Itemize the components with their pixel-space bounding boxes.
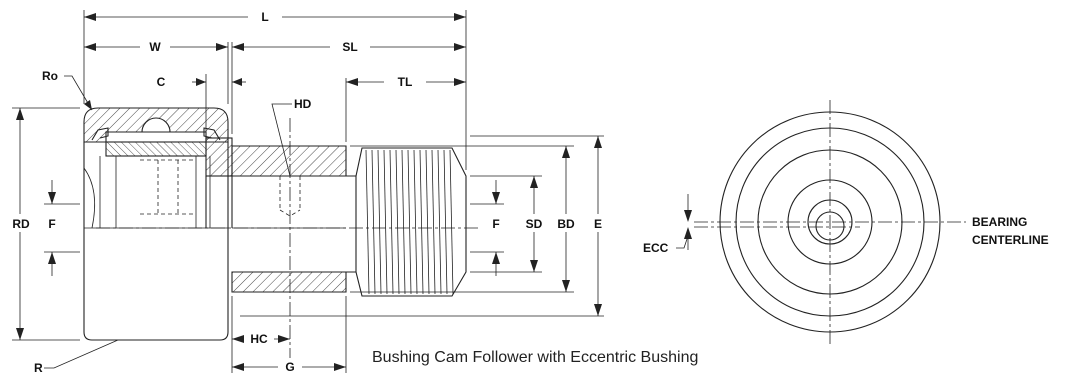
label-F-right: F [492, 217, 499, 231]
label-F-left: F [48, 217, 55, 231]
label-SL: SL [342, 40, 357, 54]
label-Ro: Ro [42, 69, 58, 83]
bushing-bottom [231, 271, 347, 293]
label-ECC: ECC [643, 241, 669, 255]
label-L: L [261, 10, 268, 24]
label-HC: HC [250, 332, 268, 346]
label-G: G [285, 360, 294, 373]
side-view [6, 8, 608, 373]
thread-section [346, 147, 467, 297]
label-bearing-line2: CENTERLINE [972, 233, 1049, 247]
label-BD: BD [557, 217, 575, 231]
label-E: E [594, 217, 602, 231]
seal-right [203, 127, 221, 141]
inner-race [105, 141, 207, 157]
label-bearing-line1: BEARING [972, 215, 1027, 229]
roller-cavity [141, 117, 171, 133]
label-W: W [149, 40, 161, 54]
figure-caption: Bushing Cam Follower with Eccentric Bush… [372, 349, 698, 366]
label-HD: HD [294, 97, 312, 111]
label-SD: SD [526, 217, 543, 231]
label-TL: TL [398, 75, 413, 89]
label-RD: RD [12, 217, 30, 231]
outer-ring-lower [83, 142, 229, 341]
flange [205, 137, 233, 177]
end-view [676, 100, 966, 344]
lube-hole [279, 176, 301, 217]
label-R: R [34, 361, 43, 373]
thread-lines [365, 149, 454, 295]
stud-core [232, 175, 346, 273]
label-C: C [157, 75, 166, 89]
seal-left [91, 127, 109, 141]
